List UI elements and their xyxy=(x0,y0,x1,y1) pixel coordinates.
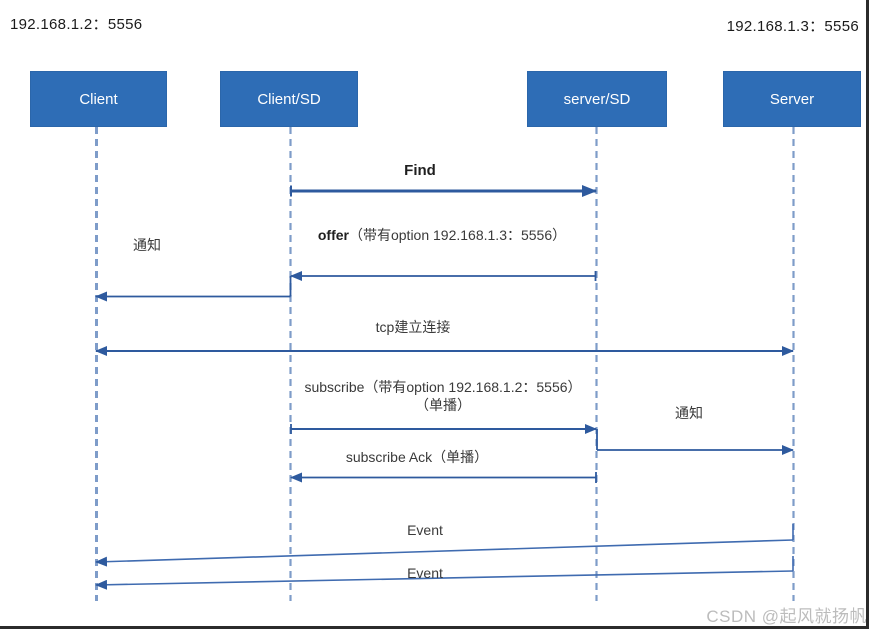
subscribe-label-line2: （单播） xyxy=(415,397,471,413)
participant-client-sd-label: Client/SD xyxy=(257,90,321,108)
notify-right-label: 通知 xyxy=(675,405,703,421)
event1-label: Event xyxy=(407,522,443,538)
offer-label-detail: （带有option 192.168.1.3：5556） xyxy=(348,227,567,243)
event2-label: Event xyxy=(407,565,443,581)
event2-arrow xyxy=(95,570,794,590)
participant-client-sd: Client/SD xyxy=(220,71,358,127)
window-right-border xyxy=(866,0,869,629)
participant-client-label: Client xyxy=(79,90,118,108)
window-bottom-border xyxy=(0,626,869,629)
find-label: Find xyxy=(404,162,436,179)
event1-arrow xyxy=(95,539,794,567)
participant-server-sd: server/SD xyxy=(527,71,667,127)
notify-left-label: 通知 xyxy=(133,237,161,253)
left-endpoint-address: 192.168.1.2：5556 xyxy=(10,16,143,33)
offer-label-bold: offer xyxy=(317,227,349,243)
participant-client: Client xyxy=(30,71,167,127)
subscribe-label-line1: subscribe（带有option 192.168.1.2：5556） xyxy=(304,379,582,395)
subscribe-ack-label: subscribe Ack（单播） xyxy=(345,449,489,465)
participant-server-sd-label: server/SD xyxy=(563,90,631,108)
right-endpoint-address: 192.168.1.3：5556 xyxy=(726,18,859,35)
participant-server-label: Server xyxy=(769,90,815,108)
csdn-watermark: CSDN @起风就扬帆 xyxy=(706,607,867,626)
participant-server: Server xyxy=(723,71,861,127)
offer-label: offer（带有option 192.168.1.3：5556） xyxy=(292,227,592,244)
tcp-connect-label: tcp建立连接 xyxy=(375,319,451,335)
